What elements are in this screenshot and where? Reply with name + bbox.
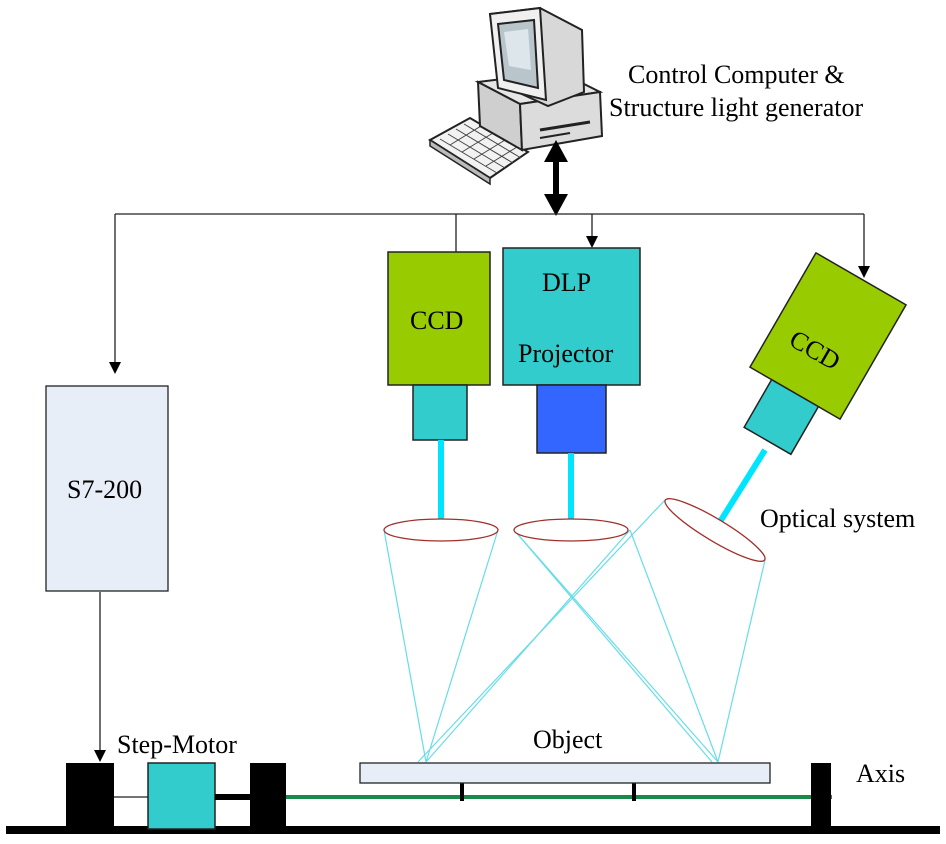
bidirectional-link-arrow bbox=[544, 140, 568, 216]
object-plate bbox=[359, 762, 771, 784]
desktop-computer-icon bbox=[428, 6, 604, 186]
control-bus bbox=[94, 213, 870, 762]
axis-label: Axis bbox=[856, 759, 906, 788]
ccd-left-label: CCD bbox=[410, 306, 464, 335]
ccd-camera-left bbox=[387, 251, 491, 441]
dlp-projector bbox=[502, 247, 641, 454]
optical-lenses bbox=[383, 498, 766, 562]
ground-base bbox=[6, 826, 940, 834]
object-label: Object bbox=[533, 725, 603, 754]
dlp-label-line1: DLP bbox=[542, 268, 592, 297]
light-beams bbox=[438, 440, 768, 527]
linear-axis bbox=[286, 763, 832, 829]
computer-label-line1: Control Computer & bbox=[628, 60, 845, 89]
step-motor-assembly bbox=[66, 762, 286, 830]
optical-system-label: Optical system bbox=[760, 504, 916, 533]
plc-label: S7-200 bbox=[67, 475, 143, 504]
step-motor bbox=[147, 762, 216, 830]
light-rays bbox=[383, 499, 766, 763]
plc-box bbox=[45, 385, 169, 592]
step-motor-label: Step-Motor bbox=[117, 730, 237, 759]
dlp-label-line2: Projector bbox=[518, 339, 614, 368]
computer-label-line2: Structure light generator bbox=[609, 93, 864, 122]
ccd-camera-right bbox=[743, 251, 908, 456]
